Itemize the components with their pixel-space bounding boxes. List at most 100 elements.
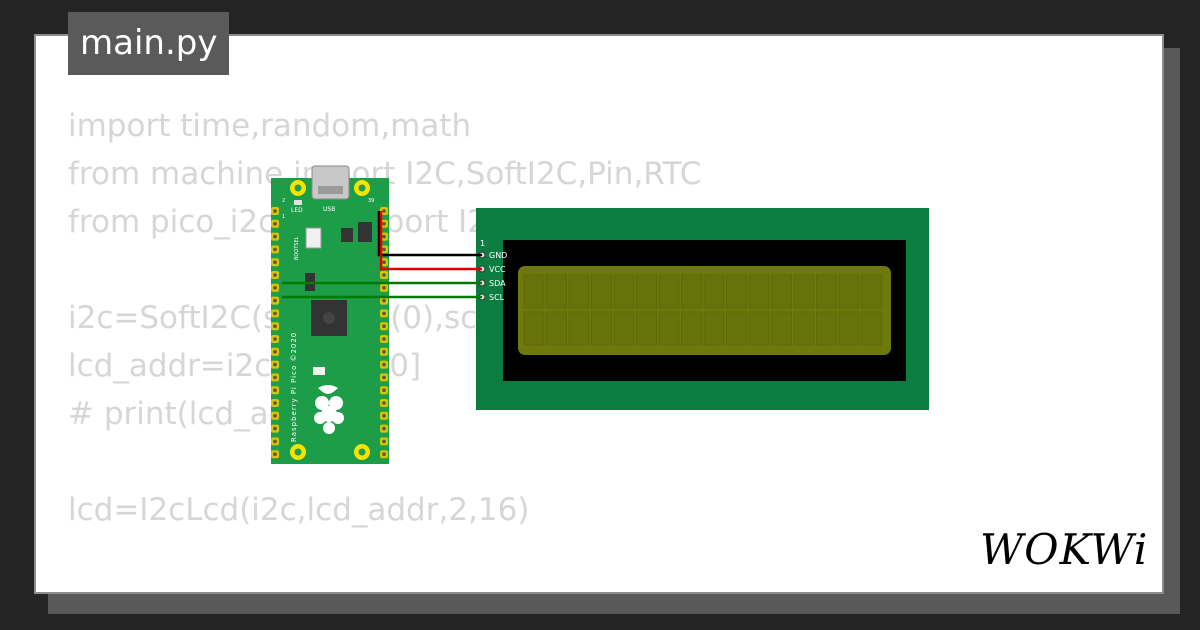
pico-pin-hole <box>273 401 277 405</box>
lcd-character-cell <box>748 311 770 346</box>
pico-pin-hole <box>382 209 386 213</box>
lcd-character-cell <box>681 311 702 346</box>
pico-pin-hole <box>382 414 386 418</box>
lcd-character-cell <box>546 311 567 346</box>
lcd-character-cell <box>703 311 725 346</box>
pico-pin-hole <box>273 350 277 354</box>
code-line: import time,random,math <box>68 108 472 144</box>
lcd-character-cell <box>591 274 612 309</box>
pico-pin-hole <box>273 426 277 431</box>
pico-pin-hole <box>382 439 386 444</box>
pico-pin-hole <box>382 426 386 431</box>
lcd-character-cell <box>861 274 882 309</box>
lcd-character-cell <box>726 274 747 309</box>
pico-pin-hole <box>273 286 277 290</box>
raspberry-pi-pico[interactable]: USB LED 2 39 1 BOOTSEL <box>271 165 389 464</box>
lcd-character-cell <box>568 274 590 309</box>
pico-pin-hole <box>382 311 386 316</box>
pico-pin-hole <box>382 222 386 226</box>
wire-vcc[interactable] <box>379 211 482 271</box>
lcd-character-cell <box>523 311 545 346</box>
pin-number: 39 <box>368 198 374 204</box>
pico-pin-hole <box>382 260 386 265</box>
pico-pin-hole <box>273 260 277 265</box>
lcd-character-cell <box>771 311 792 346</box>
pico-pin-hole <box>273 388 277 393</box>
lcd-character-cell <box>681 274 702 309</box>
wires <box>282 211 482 299</box>
lcd-character-cell <box>793 311 815 346</box>
pico-pin-hole <box>382 286 386 290</box>
pico-pin-hole <box>273 362 277 367</box>
lcd-character-cell <box>771 274 792 309</box>
lcd-character-cell <box>523 274 545 309</box>
lcd-pin-number: 1 <box>480 239 485 248</box>
pico-pin-hole <box>273 414 277 418</box>
pin-number: 2 <box>282 198 285 204</box>
usb-label: USB <box>323 206 335 213</box>
lcd-character-cell <box>793 274 815 309</box>
file-tab-label: main.py <box>80 23 218 63</box>
lcd-character-cell <box>658 311 680 346</box>
lcd-character-cell <box>613 311 635 346</box>
lcd-character-cell <box>726 311 747 346</box>
pico-pin-hole <box>273 452 277 457</box>
usb-connector-icon <box>311 165 350 200</box>
wokwi-logo: WOKWi <box>978 525 1150 578</box>
wire-gnd[interactable] <box>377 211 482 257</box>
lcd-pin-label: SCL <box>489 293 505 302</box>
lcd-pin-label: VCC <box>489 265 506 274</box>
lcd-character-cell <box>546 274 567 309</box>
lcd-character-cell <box>636 311 657 346</box>
pico-pin-hole <box>382 388 386 393</box>
pico-pin-hole <box>273 298 277 303</box>
wokwi-logo-icon: WOKWi <box>980 525 1148 574</box>
lcd-character-cell <box>568 311 590 346</box>
lcd-character-cell <box>748 274 770 309</box>
pico-pin-hole <box>382 234 386 239</box>
led-icon <box>294 200 302 205</box>
pico-pin-hole <box>273 234 277 239</box>
pico-pin-hole <box>382 350 386 354</box>
lcd-character-cell <box>838 311 860 346</box>
pico-pin-hole <box>273 311 277 316</box>
lcd-character-cell <box>816 274 837 309</box>
pico-pin-hole <box>273 209 277 213</box>
raspberry-logo-icon <box>314 385 344 434</box>
pico-pin-hole <box>273 324 277 329</box>
pin-number: 1 <box>282 214 285 220</box>
pico-pin-hole <box>273 273 277 277</box>
pico-pin-hole <box>273 439 277 444</box>
pico-pin-hole <box>382 273 386 277</box>
lcd-pin-label: SDA <box>489 279 506 288</box>
pico-pin-hole <box>382 324 386 329</box>
lcd-character-cell <box>816 311 837 346</box>
lcd-character-cell <box>636 274 657 309</box>
pico-pin-hole <box>382 401 386 405</box>
led-label: LED <box>291 207 303 214</box>
lcd-character-cell <box>861 311 882 346</box>
bootsel-button[interactable] <box>305 227 322 249</box>
logo-text: WOKWi <box>980 526 1148 574</box>
pico-pin-hole <box>382 375 386 380</box>
lcd-character-grid <box>523 274 882 346</box>
pico-pin-hole <box>382 452 386 457</box>
lcd-pin-label: GND <box>489 251 507 260</box>
lcd-1602[interactable]: 1 GND VCC SDA SCL <box>476 208 929 410</box>
pico-pin-hole <box>382 362 386 367</box>
pico-pin-hole <box>382 247 386 252</box>
pico-pin-hole <box>273 222 277 226</box>
lcd-character-cell <box>703 274 725 309</box>
mounting-hole-icon <box>290 180 370 460</box>
file-tab[interactable]: main.py <box>68 12 230 75</box>
pico-pin-hole <box>273 337 277 341</box>
lcd-character-cell <box>613 274 635 309</box>
board-label: Raspberry Pi Pico ©2020 <box>290 332 298 442</box>
pico-pin-hole <box>273 375 277 380</box>
bootsel-label: BOOTSEL <box>294 236 300 260</box>
pico-pin-hole <box>382 337 386 341</box>
lcd-character-cell <box>838 274 860 309</box>
pico-pin-hole <box>382 298 386 303</box>
code-line: lcd=I2cLcd(i2c,lcd_addr,2,16) <box>68 492 530 528</box>
